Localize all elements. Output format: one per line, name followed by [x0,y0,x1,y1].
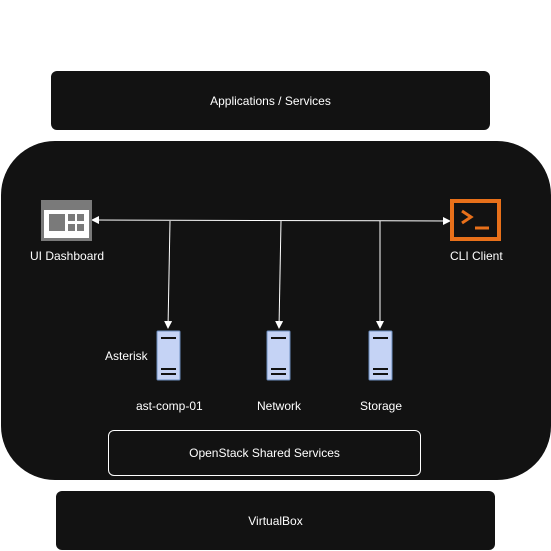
server-label-storage: Storage [360,399,403,413]
server-icon-network [266,330,291,381]
connector-ast-comp-01 [164,220,173,329]
applications-services-label: Applications / Services [210,93,331,108]
applications-services-layer: Applications / Services [51,71,490,130]
connector-network [275,220,284,329]
virtualbox-layer: VirtualBox [56,491,495,550]
shared-services-label: OpenStack Shared Services [189,446,340,460]
terminal-icon [450,199,501,241]
server-label-ast-comp-01: ast-comp-01 [136,399,203,413]
cli-label: CLI Client [450,249,503,263]
asterisk-label: Asterisk [105,349,148,363]
dashboard-cli-connector [91,216,451,225]
server-label-network: Network [257,399,302,413]
dashboard-icon [41,200,92,241]
dashboard-label: UI Dashboard [30,249,105,263]
shared-services-box: OpenStack Shared Services [108,430,421,476]
server-icon-ast-comp-01 [156,330,181,381]
virtualbox-label: VirtualBox [248,513,303,528]
openstack-container [1,141,551,480]
server-icon-storage [368,330,393,381]
